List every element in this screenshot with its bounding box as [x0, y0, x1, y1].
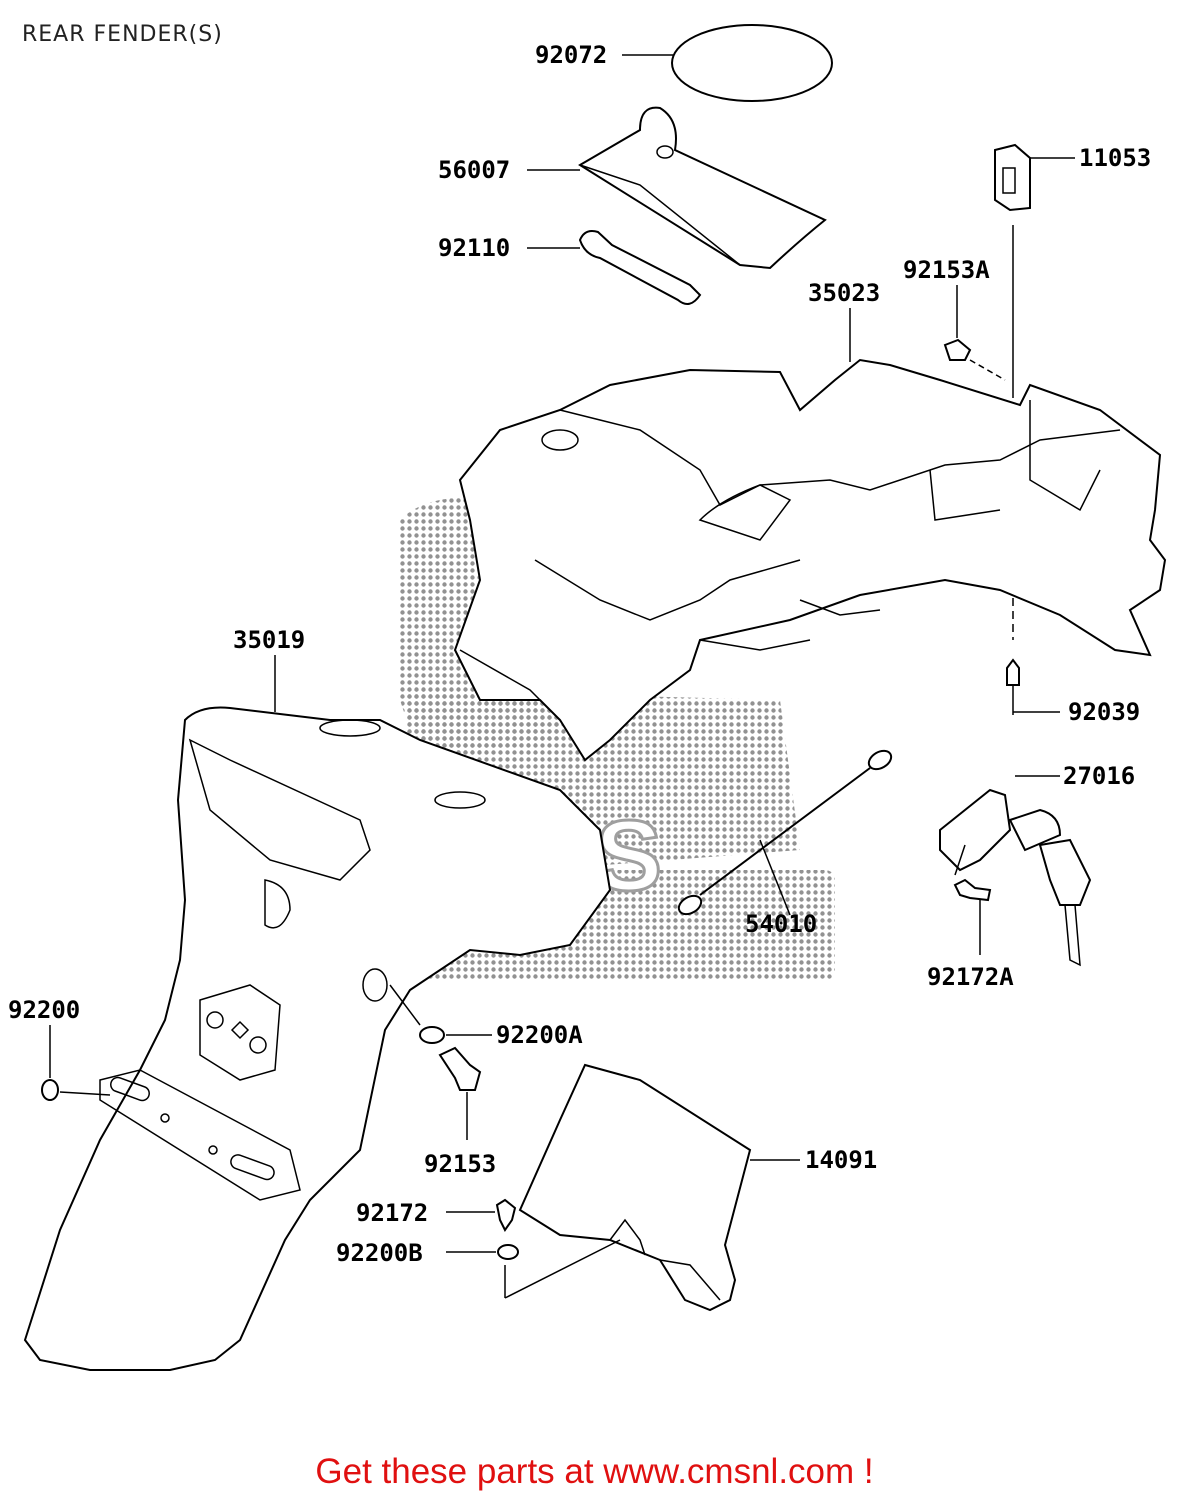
part-label-92072: 92072 [535, 41, 607, 69]
mudguard-part-icon [518, 1063, 752, 1312]
part-label-92200b: 92200B [336, 1239, 423, 1267]
cable-part-icon [677, 749, 893, 916]
part-label-54010: 54010 [745, 910, 817, 938]
exploded-parts-diagram: CMS [8, 24, 1167, 1371]
bolt-part-icon [943, 338, 972, 361]
part-label-92153: 92153 [424, 1150, 496, 1178]
part-label-35019: 35019 [233, 626, 305, 654]
bolt-small-part-icon [438, 1046, 482, 1091]
part-label-14091: 14091 [805, 1146, 877, 1174]
part-label-92200a: 92200A [496, 1021, 583, 1049]
diagram-title: REAR FENDER(S) [22, 22, 223, 47]
part-label-11053: 11053 [1079, 144, 1151, 172]
rivet-part-icon [1006, 658, 1020, 715]
clip-part-icon [994, 143, 1031, 212]
nut-part-icon [41, 1079, 59, 1101]
inner-fender-part-icon [453, 358, 1167, 762]
part-label-92172: 92172 [356, 1199, 428, 1227]
screw-small-part-icon [495, 1198, 517, 1232]
part-label-56007: 56007 [438, 156, 510, 184]
washer-small-part-icon [497, 1244, 519, 1260]
ring-part-icon [671, 24, 833, 102]
rear-fender-part-icon [23, 706, 612, 1371]
lock-part-icon [939, 788, 1092, 967]
part-label-27016: 27016 [1063, 762, 1135, 790]
washer-part-icon [419, 1026, 445, 1044]
part-label-92039: 92039 [1068, 698, 1140, 726]
part-label-92110: 92110 [438, 234, 510, 262]
tool-bag-part-icon [578, 106, 827, 270]
screw-part-icon [953, 878, 992, 902]
part-label-92200: 92200 [8, 996, 80, 1024]
part-label-92172a: 92172A [927, 963, 1014, 991]
wrench-part-icon [578, 230, 702, 305]
part-label-35023: 35023 [808, 279, 880, 307]
footer-link-text[interactable]: Get these parts at www.cmsnl.com ! [315, 1452, 874, 1491]
part-label-92153a: 92153A [903, 256, 990, 284]
